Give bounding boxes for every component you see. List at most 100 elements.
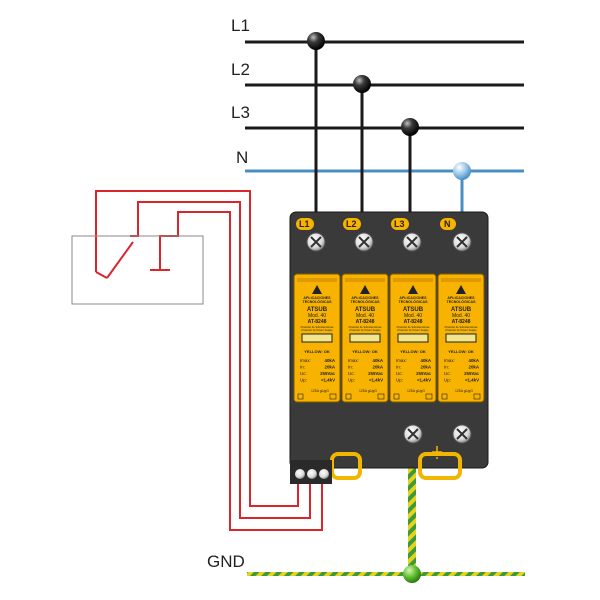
module-model: Mod. 40 xyxy=(356,313,374,319)
warning-triangle-icon xyxy=(408,285,418,294)
label-n: N xyxy=(236,148,248,167)
module-status: YELLOW: OK xyxy=(400,349,426,354)
bottom-terminal-screws xyxy=(403,424,472,459)
screw-bottom-right-icon xyxy=(452,424,472,444)
spec-imax-value: 40kA xyxy=(421,358,432,363)
signal-screw-2 xyxy=(307,469,317,479)
module-brand-line-2: TECNOLÓGICAS xyxy=(399,299,429,304)
status-window xyxy=(397,333,429,343)
module-desc-line-1: Protector de Sobretensiones xyxy=(301,325,335,329)
warning-triangle-icon xyxy=(456,285,466,294)
spec-up-label: Up: xyxy=(300,378,307,383)
module-desc-line-1: Protector de Sobretensiones xyxy=(349,325,383,329)
terminal-tag-l3: L3 xyxy=(394,219,405,229)
ce-mark-icon xyxy=(425,393,433,400)
spec-up-label: Up: xyxy=(396,378,403,383)
module-top-ridge xyxy=(345,278,385,282)
earth-wire-vertical xyxy=(408,450,416,576)
spec-in-label: In: xyxy=(444,365,449,370)
spec-in-value: 20kA xyxy=(325,365,336,370)
warning-triangle-icon xyxy=(360,285,370,294)
junction-n xyxy=(453,162,471,180)
spec-in-label: In: xyxy=(348,365,353,370)
status-window xyxy=(349,333,381,343)
earth-wiring xyxy=(247,450,525,583)
screw-l1-icon xyxy=(306,232,326,252)
junction-l1 xyxy=(307,32,325,50)
label-l2: L2 xyxy=(231,60,250,79)
module-desc-line-2: Protector for Power Supply xyxy=(302,328,334,332)
spec-in-label: In: xyxy=(300,365,305,370)
spec-up-label: Up: xyxy=(444,378,451,383)
screw-l3-icon xyxy=(402,232,422,252)
module-top-ridge xyxy=(441,278,481,282)
module-status: YELLOW: OK xyxy=(304,349,330,354)
label-gnd: GND xyxy=(207,552,245,571)
module-fuse: 125A gL/gG xyxy=(407,389,425,393)
module-code: AT-8248 xyxy=(404,319,423,325)
module-brand-line-2: TECNOLÓGICAS xyxy=(351,299,381,304)
spec-uc-value: 255Vac xyxy=(416,371,431,376)
module-product: ATSUB xyxy=(307,307,328,313)
module-product: ATSUB xyxy=(451,307,472,313)
module-model: Mod. 40 xyxy=(308,313,326,319)
spec-imax-value: 40kA xyxy=(325,358,336,363)
spec-up-label: Up: xyxy=(348,378,355,383)
terminal-tag-n: N xyxy=(444,219,451,229)
din-rail-clip-right xyxy=(418,452,462,480)
module-code: AT-8248 xyxy=(356,319,375,325)
spec-in-label: In: xyxy=(396,365,401,370)
signal-contact-blade xyxy=(106,241,134,279)
module-desc-line-1: Protector de Sobretensiones xyxy=(397,325,431,329)
module-brand-line-2: TECNOLÓGICAS xyxy=(303,299,333,304)
module-fuse: 125A gL/gG xyxy=(359,389,377,393)
module-fuse: 125A gL/gG xyxy=(311,389,329,393)
spec-uc-label: Uc: xyxy=(348,371,355,376)
terminal-tag-l2: L2 xyxy=(346,219,357,229)
status-window xyxy=(445,333,477,343)
spec-in-value: 20kA xyxy=(373,365,384,370)
spec-uc-label: Uc: xyxy=(396,371,403,376)
spec-uc-label: Uc: xyxy=(444,371,451,376)
spec-uc-value: 255Vac xyxy=(320,371,335,376)
earth-bus-gnd xyxy=(247,572,525,576)
junction-l3 xyxy=(401,118,419,136)
module-code: AT-8248 xyxy=(308,319,327,325)
module-mark-icon xyxy=(297,393,304,400)
ce-mark-icon xyxy=(329,393,337,400)
module-product: ATSUB xyxy=(403,307,424,313)
module-top-ridge xyxy=(297,278,337,282)
earth-symbol-icon xyxy=(432,446,442,459)
drop-wires xyxy=(314,42,464,222)
module-desc-line-2: Protector for Power Supply xyxy=(398,328,430,332)
module-fuse: 125A gL/gG xyxy=(455,389,473,393)
module-brand-line-1: APLICACIONES xyxy=(303,296,331,300)
spec-uc-value: 255Vac xyxy=(368,371,383,376)
spec-imax-label: Imax: xyxy=(348,358,359,363)
spec-imax-value: 40kA xyxy=(373,358,384,363)
ce-mark-icon xyxy=(377,393,385,400)
junction-l2 xyxy=(353,75,371,93)
module-status: YELLOW: OK xyxy=(352,349,378,354)
module-model: Mod. 40 xyxy=(452,313,470,319)
screw-n-icon xyxy=(452,232,472,252)
module-mark-icon xyxy=(345,393,352,400)
module-brand-line-1: APLICACIONES xyxy=(399,296,427,300)
spec-imax-label: Imax: xyxy=(300,358,311,363)
spec-imax-value: 40kA xyxy=(469,358,480,363)
module-mark-icon xyxy=(441,393,448,400)
signal-screw-3 xyxy=(319,469,329,479)
spec-uc-value: 255Vac xyxy=(464,371,479,376)
signal-screw-1 xyxy=(295,469,305,479)
label-l3: L3 xyxy=(231,103,250,122)
spec-in-value: 20kA xyxy=(421,365,432,370)
spec-uc-label: Uc: xyxy=(300,371,307,376)
module-brand-line-1: APLICACIONES xyxy=(351,296,379,300)
warning-triangle-icon xyxy=(312,285,322,294)
remote-signal-wiring xyxy=(95,190,323,531)
module-desc-line-2: Protector for Power Supply xyxy=(350,328,382,332)
spec-imax-label: Imax: xyxy=(396,358,407,363)
